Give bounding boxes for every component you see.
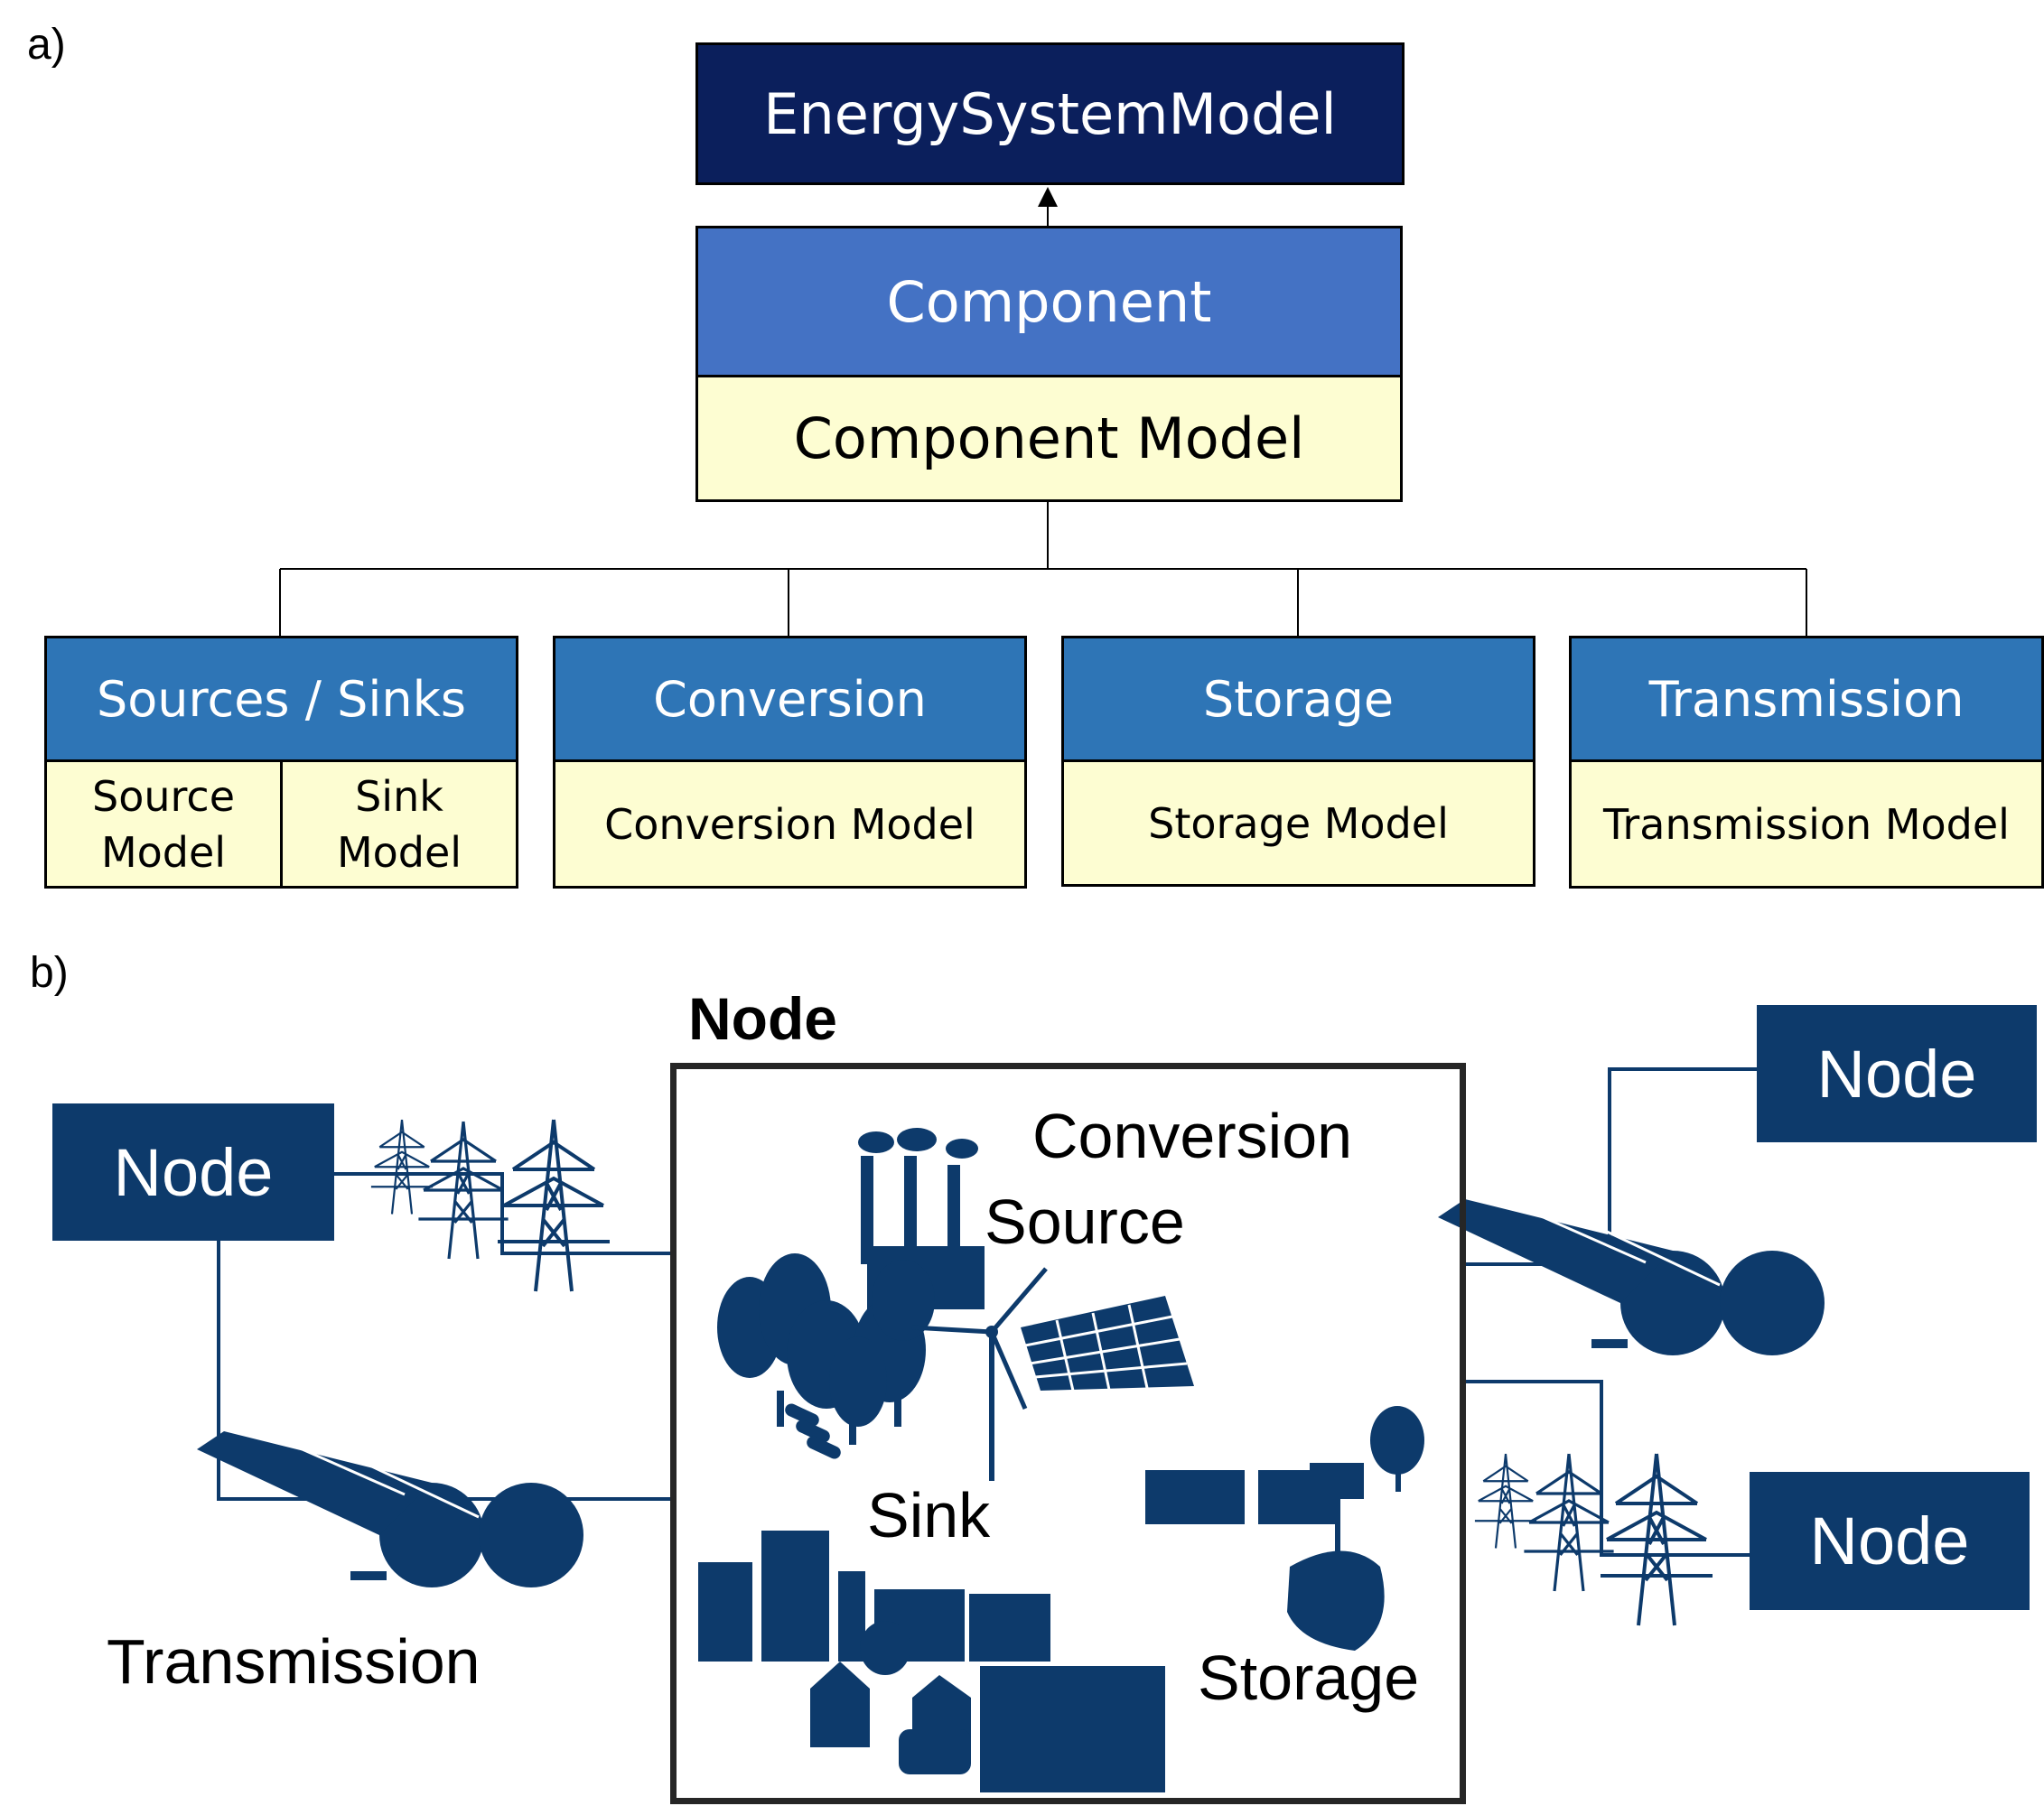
conversion-model-label: Conversion Model xyxy=(604,799,975,849)
buildings-icon xyxy=(698,1531,1165,1792)
center-node-title: Node xyxy=(688,985,837,1052)
storage-model-box: Storage Model xyxy=(1061,759,1535,887)
storage-model-label: Storage Model xyxy=(1148,798,1449,848)
pylon-icon xyxy=(416,1120,510,1261)
sink-model-label: Sink Model xyxy=(336,771,462,877)
battery-storage-icon xyxy=(1145,1406,1424,1651)
energy-system-model-label: EnergySystemModel xyxy=(763,80,1337,147)
pipeline-icon xyxy=(1436,1188,1826,1357)
node-box-left: Node xyxy=(52,1103,334,1241)
pylon-icon xyxy=(1599,1452,1714,1627)
wind-turbine-icon xyxy=(911,1267,1048,1481)
storage-label: Storage xyxy=(1198,1643,1420,1713)
pylon-icon xyxy=(496,1118,611,1293)
source-model-box: Source Model xyxy=(44,759,283,889)
source-label: Source xyxy=(985,1187,1185,1257)
conversion-model-box: Conversion Model xyxy=(553,759,1027,889)
panel-a-label: a) xyxy=(27,21,66,69)
category-title: Storage xyxy=(1202,670,1395,728)
hierarchy-connectors xyxy=(279,192,1807,636)
pylon-icon xyxy=(1473,1452,1538,1550)
category-sources-sinks: Sources / Sinks xyxy=(44,636,518,762)
node-label: Node xyxy=(113,1134,274,1210)
source-model-label: Source Model xyxy=(92,771,235,877)
forest-icon xyxy=(717,1253,935,1445)
sink-model-box: Sink Model xyxy=(280,759,518,889)
category-title: Conversion xyxy=(653,670,927,728)
category-storage: Storage xyxy=(1061,636,1535,762)
node-label: Node xyxy=(1816,1036,1977,1112)
component-model-label: Component Model xyxy=(793,405,1305,471)
category-conversion: Conversion xyxy=(553,636,1027,762)
transmission-model-label: Transmission Model xyxy=(1603,799,2010,849)
node-box-right-bottom: Node xyxy=(1750,1472,2030,1610)
component-label: Component xyxy=(886,268,1212,335)
solar-panel-icon xyxy=(1021,1296,1194,1392)
pylon-icon xyxy=(369,1118,434,1215)
node-label: Node xyxy=(1809,1503,1970,1578)
transmission-label: Transmission xyxy=(107,1626,481,1697)
node-box-right-top: Node xyxy=(1757,1005,2037,1142)
pipeline-icon xyxy=(195,1420,585,1589)
component-box: Component xyxy=(695,226,1403,377)
center-node-frame xyxy=(670,1063,1466,1804)
component-model-box: Component Model xyxy=(695,375,1403,502)
panel-b-label: b) xyxy=(30,949,69,997)
category-transmission: Transmission xyxy=(1569,636,2044,762)
energy-system-model-box: EnergySystemModel xyxy=(695,42,1405,185)
logs-icon xyxy=(785,1403,841,1459)
category-title: Sources / Sinks xyxy=(96,670,467,728)
category-title: Transmission xyxy=(1648,670,1965,728)
inheritance-arrowhead xyxy=(1038,187,1058,207)
sink-label: Sink xyxy=(867,1480,991,1550)
transmission-model-box: Transmission Model xyxy=(1569,759,2044,889)
conversion-label: Conversion xyxy=(1032,1101,1353,1171)
